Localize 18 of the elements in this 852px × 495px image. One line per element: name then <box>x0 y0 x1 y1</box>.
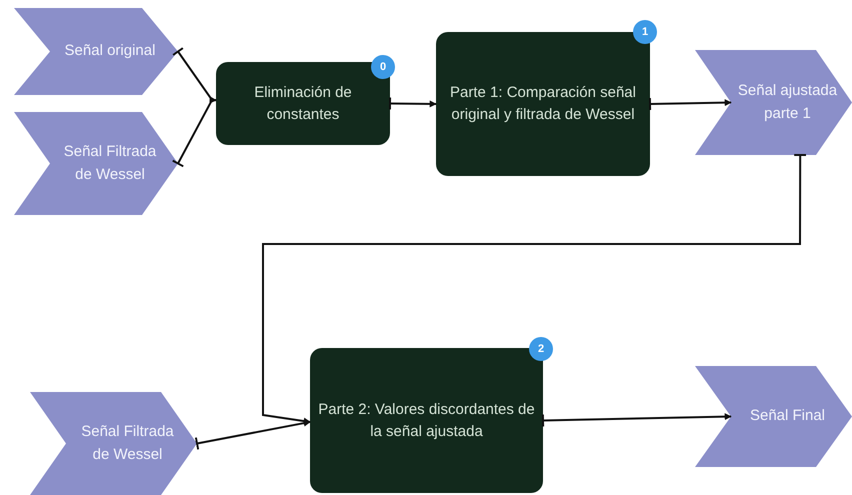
node-text: Señal Final <box>750 406 826 426</box>
arrow <box>262 154 808 424</box>
node-text: Señal original <box>64 41 156 62</box>
step-number-badge: 0 <box>371 55 395 79</box>
node-text: Señal ajustada parte 1 <box>737 81 838 124</box>
node-text: Eliminación de constantes <box>253 82 353 124</box>
node-text: Parte 2: Valores discordantes de la señal ajustada <box>318 400 535 442</box>
step-number-badge: 1 <box>633 20 657 44</box>
arrow <box>172 96 217 168</box>
process-box <box>216 62 390 145</box>
node-text: Señal Filtrada de Wessel <box>62 142 158 184</box>
arrow <box>542 413 732 428</box>
node-text: Señal Filtrada de Wessel <box>80 422 175 464</box>
arrow <box>194 420 311 450</box>
step-number-badge: 2 <box>529 337 553 361</box>
node-text: Parte 1: Comparación señal original y filtrada de Wessel <box>449 83 637 125</box>
arrow <box>648 97 732 111</box>
arrow <box>388 96 437 110</box>
